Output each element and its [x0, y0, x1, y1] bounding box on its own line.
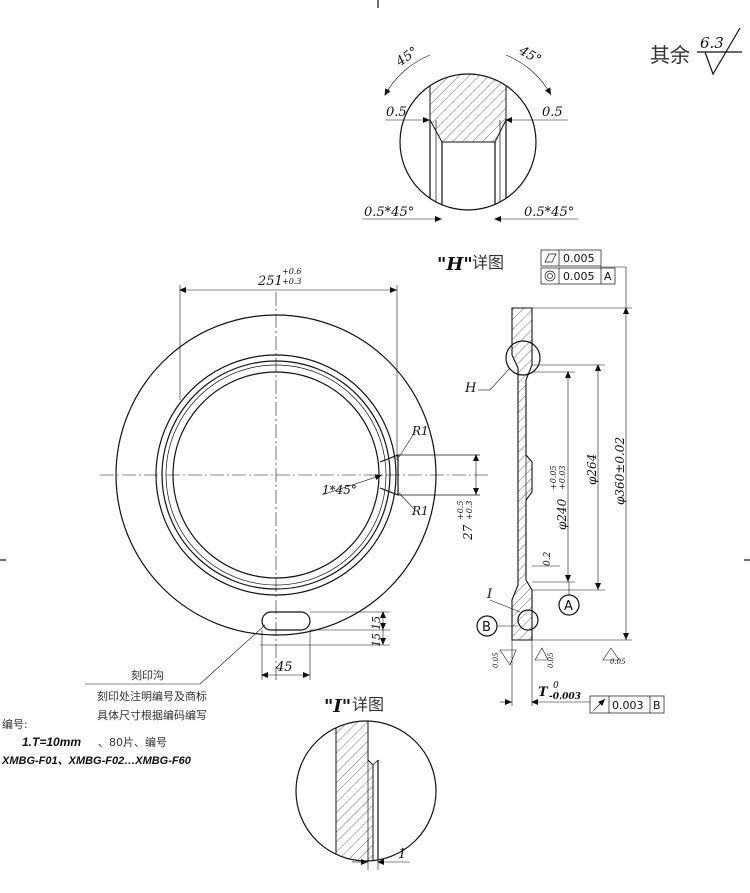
roughness-2: 0.05 [547, 652, 555, 668]
thickness-label: T [538, 685, 549, 700]
roughness-note: 其余 6.3 [650, 27, 742, 76]
detail-i-width: 1 [398, 847, 406, 862]
roughness-symbol-icon [534, 647, 549, 661]
roughness-symbol-icon [697, 27, 742, 76]
dim-top-tol-lower: +0.3 [282, 277, 301, 286]
engraving-line-3: 具体尺寸根据编码编写 [97, 708, 207, 722]
thickness-tol-upper: 0 [553, 681, 559, 691]
tolerance-frame-bottom: 0.003 B [589, 695, 665, 714]
detail-i: "I" 详图 1 [295, 695, 437, 870]
detail-h-title-suffix: 详图 [472, 253, 504, 272]
dim-side-b: 15 [370, 633, 383, 647]
detail-h-width-left: 0.5 [386, 105, 407, 120]
dim-side-a: 15 [370, 616, 383, 630]
roughness-symbol-icon [499, 649, 517, 666]
flatness-symbol-icon [544, 253, 557, 263]
engraving-line-1: 刻印沟 [131, 668, 164, 682]
runout-datum: B [653, 699, 661, 712]
thickness-tol-lower: -0.003 [549, 692, 581, 702]
dim-bottom: 45 [275, 660, 293, 675]
detail-h-title-mark: "H" [437, 254, 473, 275]
detail-h-angle-left: 45° [393, 44, 421, 70]
detail-i-title-suffix: 详图 [352, 695, 384, 714]
detail-i-title-mark: "I" [324, 696, 351, 717]
numbering-heading: 编号: [2, 717, 28, 731]
detail-h-angle-right: 45° [515, 43, 543, 68]
datum-a-marker: A [564, 599, 573, 614]
dim-inner-tol-lower: +0.03 [558, 465, 567, 490]
dim-inner-tol-upper: +0.05 [549, 465, 558, 490]
engraving-line-2: 刻印处注明编号及商标 [97, 689, 207, 703]
roughness-1: 0.05 [492, 652, 500, 668]
dim-outer: φ360±0.02 [613, 437, 627, 505]
dim-mid: φ264 [585, 454, 599, 485]
runout-value: 0.003 [612, 699, 644, 712]
runout-symbol-icon [593, 698, 606, 711]
tolerance-frame-top: 0.005 0.005 A [540, 249, 616, 285]
section-label-h: H [464, 381, 477, 396]
radius-bottom: R1 [411, 504, 429, 518]
roughness-3: 0.05 [610, 658, 626, 666]
chamfer-callout: 1*45° [322, 483, 357, 497]
concentricity-datum: A [604, 270, 612, 283]
dim-inner: φ240 [555, 498, 569, 530]
detail-h-chamfer-right: 0.5*45° [524, 205, 574, 220]
dim-slot-tol-lower: +0.3 [465, 501, 474, 520]
numbering-codes: XMBG-F01、XMBG-F02…XMBG-F60 [1, 755, 192, 767]
detail-h-chamfer-left: 0.5*45° [364, 205, 414, 220]
numbering-note: 编号: 1.T=10mm 、80片、编号 XMBG-F01、XMBG-F02…X… [1, 717, 192, 767]
front-view: 251 +0.6 +0.3 R1 R1 1*45° 27 +0.5 +0.3 4… [100, 267, 490, 680]
dim-slot: 27 [461, 524, 475, 541]
numbering-count: 、80片、编号 [98, 735, 167, 749]
section-small-dim: 0.2 [543, 551, 553, 566]
section-view: H I B A φ240 +0.05 +0.03 φ264 φ360±0.02 … [464, 266, 632, 706]
roughness-prefix: 其余 [650, 43, 690, 67]
dim-top: 251 [257, 274, 283, 289]
roughness-symbol-icon [602, 647, 620, 661]
dim-slot-tol-upper: +0.5 [456, 501, 465, 520]
engraving-note: 刻印沟 刻印处注明编号及商标 具体尺寸根据编码编写 [85, 624, 266, 722]
section-label-i: I [486, 587, 493, 602]
concentricity-value: 0.005 [563, 270, 595, 283]
roughness-value: 6.3 [700, 34, 724, 52]
concentricity-symbol-icon [544, 270, 556, 282]
sheet-ticks [0, 0, 750, 561]
flatness-value: 0.005 [563, 252, 595, 265]
datum-b-marker: B [482, 620, 491, 635]
radius-top: R1 [411, 424, 429, 438]
detail-h-width-right: 0.5 [542, 105, 563, 120]
detail-h: 45° 45° 0.5 0.5 0.5*45° 0.5*45° "H" 详图 [362, 43, 578, 275]
numbering-thickness: 1.T=10mm [22, 735, 81, 749]
dim-top-tol-upper: +0.6 [282, 267, 301, 276]
